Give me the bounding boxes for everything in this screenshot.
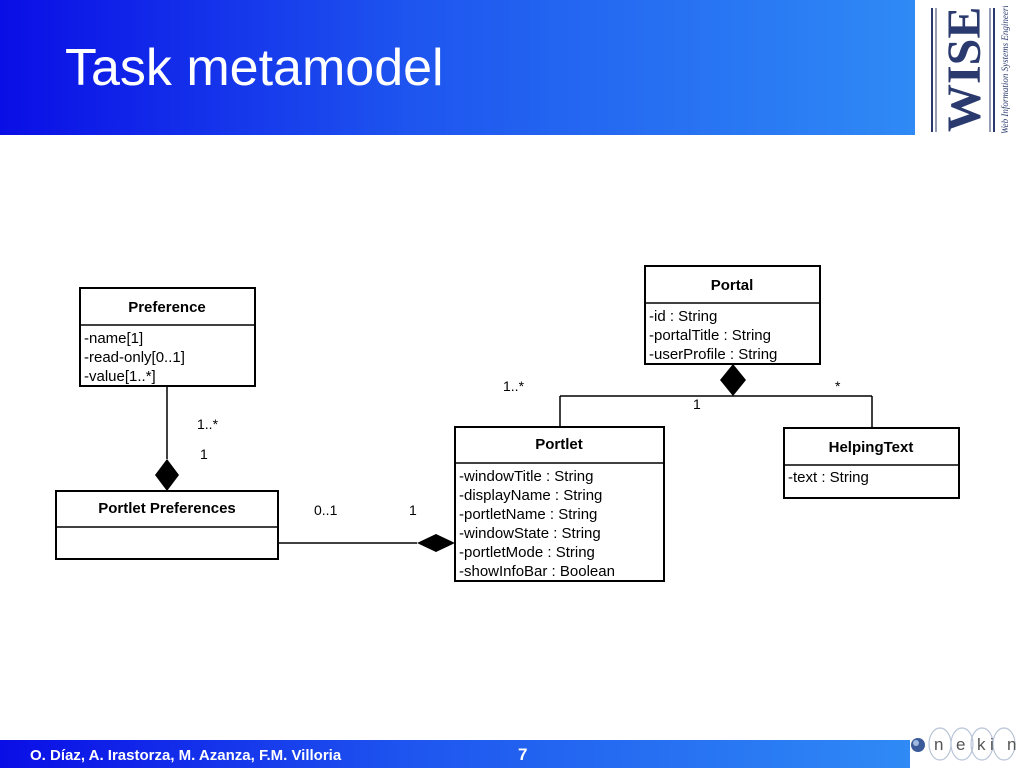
composition-diamond [720, 364, 746, 396]
partner-logo-letter: n [934, 735, 943, 754]
class-preference: Preference -name[1] -read-only[0..1] -va… [79, 287, 256, 387]
attribute: -userProfile : String [649, 346, 777, 363]
multiplicity-label: 1 [693, 396, 701, 412]
class-name-portlet-preferences: Portlet Preferences [98, 500, 236, 517]
footer-banner [0, 740, 910, 768]
composition-portlet-preferences-portlet [278, 534, 455, 552]
partner-logo-letter: k [977, 735, 986, 754]
multiplicity-label: 1..* [503, 378, 525, 394]
attribute: -displayName : String [459, 487, 602, 504]
multiplicity-label: 1..* [197, 416, 219, 432]
attribute: -windowState : String [459, 525, 601, 542]
composition-diamond [417, 534, 455, 552]
attribute: -id : String [649, 308, 717, 325]
wise-logo: WISE Web Information Systems Engineering [931, 6, 1010, 134]
class-portal: Portal -id : String -portalTitle : Strin… [644, 265, 821, 365]
class-name-helping-text: HelpingText [829, 439, 914, 456]
composition-preference-portlet-preferences [155, 386, 179, 491]
multiplicity-label: 0..1 [314, 502, 338, 518]
class-helping-text: HelpingText -text : String [783, 427, 960, 499]
attribute: -value[1..*] [84, 368, 156, 385]
footer-authors: O. Díaz, A. Irastorza, M. Azanza, F.M. V… [30, 747, 342, 764]
attribute: -portletName : String [459, 506, 597, 523]
header-banner [0, 0, 915, 135]
composition-portal-children [559, 364, 873, 428]
partner-logo-letter: n [1007, 735, 1016, 754]
composition-diamond [155, 459, 179, 491]
attribute: -read-only[0..1] [84, 349, 185, 366]
multiplicity-label: 1 [200, 446, 208, 462]
attribute: -name[1] [84, 330, 143, 347]
logo-subtitle: Web Information Systems Engineering [1000, 6, 1010, 134]
onekin-logo: n e k i n [911, 727, 1016, 761]
class-name-portal: Portal [711, 277, 754, 294]
multiplicity-label: 1 [409, 502, 417, 518]
partner-logo-letter: e [956, 735, 965, 754]
class-name-preference: Preference [128, 299, 206, 316]
attribute: -portalTitle : String [649, 327, 771, 344]
class-portlet: Portlet -windowTitle : String -displayNa… [454, 426, 665, 582]
attribute: -text : String [788, 469, 869, 486]
partner-logo-letter: i [990, 735, 994, 754]
class-name-portlet: Portlet [535, 436, 583, 453]
logo-wordmark: WISE [938, 7, 991, 132]
slide-title: Task metamodel [65, 39, 444, 97]
attribute: -portletMode : String [459, 544, 595, 561]
attribute: -windowTitle : String [459, 468, 594, 485]
page-number: 7 [518, 745, 528, 764]
multiplicity-label: * [835, 378, 841, 394]
class-portlet-preferences: Portlet Preferences [55, 490, 279, 560]
attribute: -showInfoBar : Boolean [459, 563, 615, 580]
